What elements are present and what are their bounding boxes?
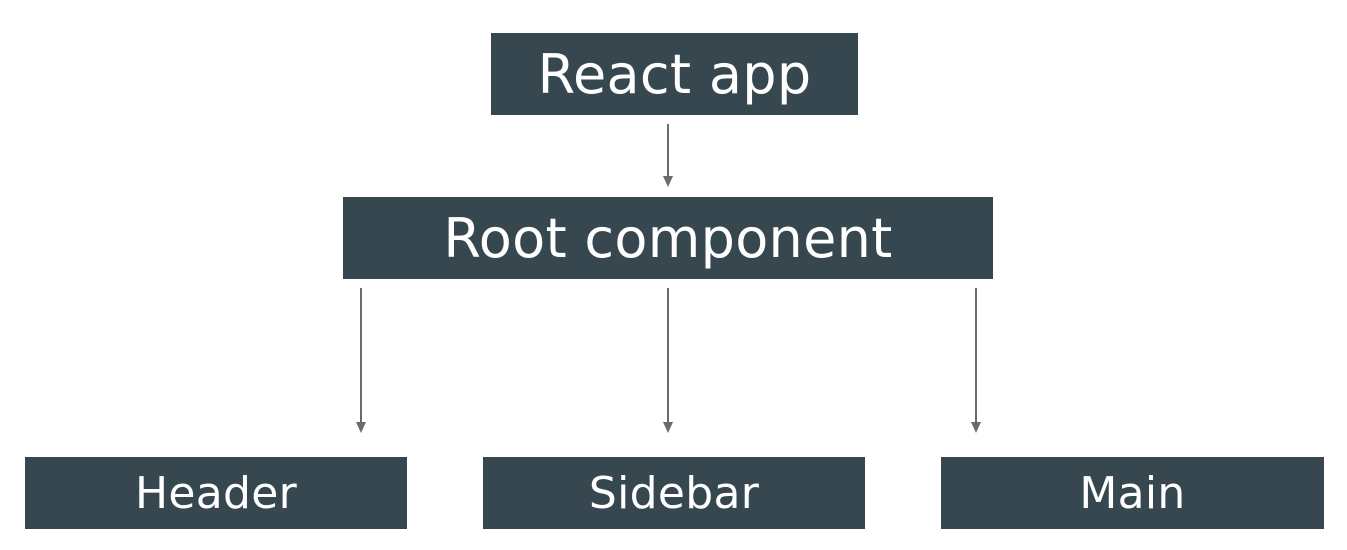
sidebar-node: Sidebar [483,457,865,529]
root-component-node: Root component [343,197,993,279]
sidebar-label: Sidebar [588,467,760,519]
arrow-root-component-to-header [356,288,366,433]
arrow-react-app-to-root-component [663,124,673,187]
main-node: Main [941,457,1324,529]
react-app-node: React app [491,33,858,115]
header-label: Header [134,467,297,519]
react-app-label: React app [537,42,812,106]
root-component-label: Root component [443,206,893,270]
header-node: Header [25,457,407,529]
main-label: Main [1079,467,1186,519]
arrow-root-component-to-sidebar [663,288,673,433]
arrow-root-component-to-main [971,288,981,433]
